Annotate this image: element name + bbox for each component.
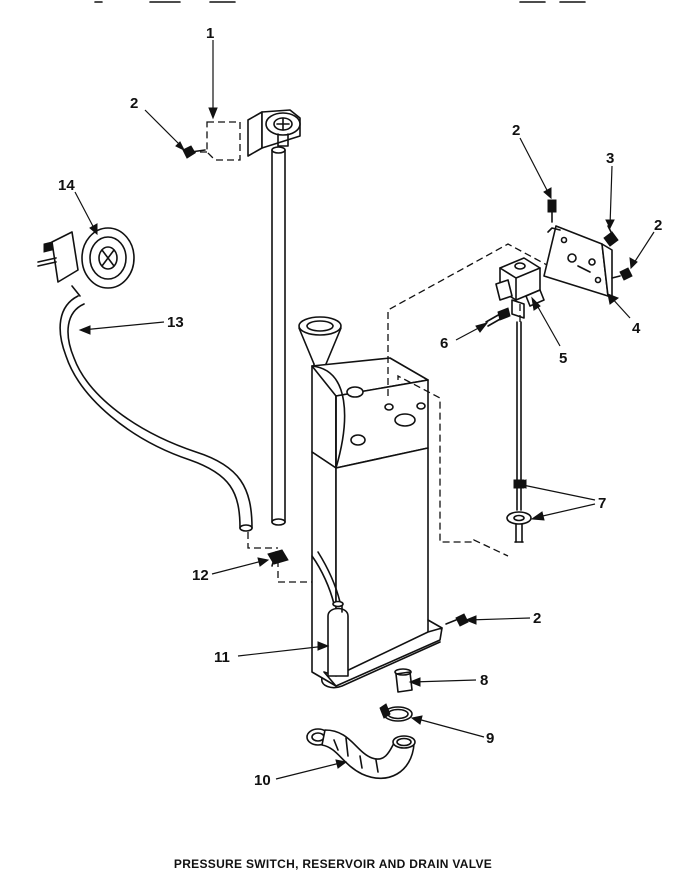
drain-fitting-part-8 [394,668,413,693]
leader-lines [74,40,655,780]
diagram-caption: PRESSURE SWITCH, RESERVOIR AND DRAIN VAL… [174,857,492,871]
screw-part-2-bracket-side [611,267,633,281]
screw-part-2-bracket-top [547,199,557,223]
callout-7: 7 [598,495,606,512]
hose-clamp-ring-part-9 [379,703,413,722]
callout-14: 14 [58,177,75,194]
callout-1: 1 [206,25,214,42]
screw-part-2-top [182,145,206,159]
callout-labels: 1 2 14 13 2 3 2 4 5 6 7 2 8 9 10 11 12 [58,25,662,789]
callout-4: 4 [632,320,641,337]
reservoir-tank [298,316,443,689]
callout-9: 9 [486,730,494,747]
screw-part-3 [603,225,619,247]
callout-10: 10 [254,772,271,789]
drain-valve-part-5 [495,257,545,319]
callout-8: 8 [480,672,488,689]
callout-12: 12 [192,567,209,584]
callout-2-bracket-side: 2 [654,217,662,234]
callout-3: 3 [606,150,614,167]
pressure-switch-bracket-part-1 [190,109,301,161]
screw-part-2-tank [445,613,469,627]
callout-2-tank: 2 [533,610,541,627]
pressure-tube [271,146,286,526]
callout-2-bracket-top: 2 [512,122,520,139]
callout-2-top: 2 [130,95,138,112]
callout-6: 6 [440,335,448,352]
callout-5: 5 [559,350,567,367]
connection-dashes [247,300,521,596]
drain-hose-part-10 [306,728,416,779]
tank-fitting-part-11 [327,600,349,677]
valve-rod-part-7 [506,321,532,543]
valve-bracket-part-4 [543,225,613,299]
reservoir-valve-dashed-guides [387,243,561,557]
pressure-switch-part-14 [37,227,135,297]
hose-clamp-part-12 [267,549,289,567]
screw-part-6 [485,307,511,327]
callout-11: 11 [214,649,230,666]
hose-part-13 [59,295,253,532]
callout-13: 13 [167,314,184,331]
